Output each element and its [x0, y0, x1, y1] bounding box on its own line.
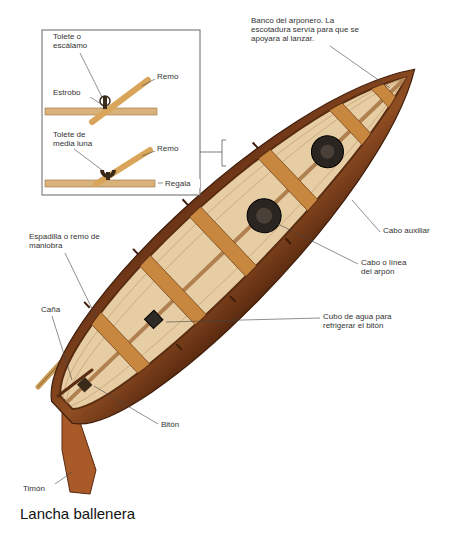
part-label: Regala: [164, 179, 200, 188]
part-label: Timón: [22, 484, 58, 493]
part-label: Bitón: [160, 420, 196, 429]
part-label: Cabo o línea del arpón: [360, 258, 418, 276]
part-label: Remo: [156, 72, 188, 81]
part-label: Tolete de media luna: [52, 130, 102, 148]
part-label: Cabo auxiliar: [382, 226, 448, 235]
caption: Lancha ballenera: [20, 505, 135, 523]
part-label: Caña: [40, 305, 72, 314]
part-label: Tolete o escálamo: [52, 32, 102, 50]
part-label: Cubo de agua para refrigerar el bitón: [322, 312, 404, 330]
part-label: Estrobo: [52, 88, 92, 97]
part-label: Espadilla o remo de maniobra: [28, 232, 102, 250]
part-label: Banco del arponero. La escotadura servía…: [250, 16, 368, 43]
part-label: Remo: [156, 144, 188, 153]
